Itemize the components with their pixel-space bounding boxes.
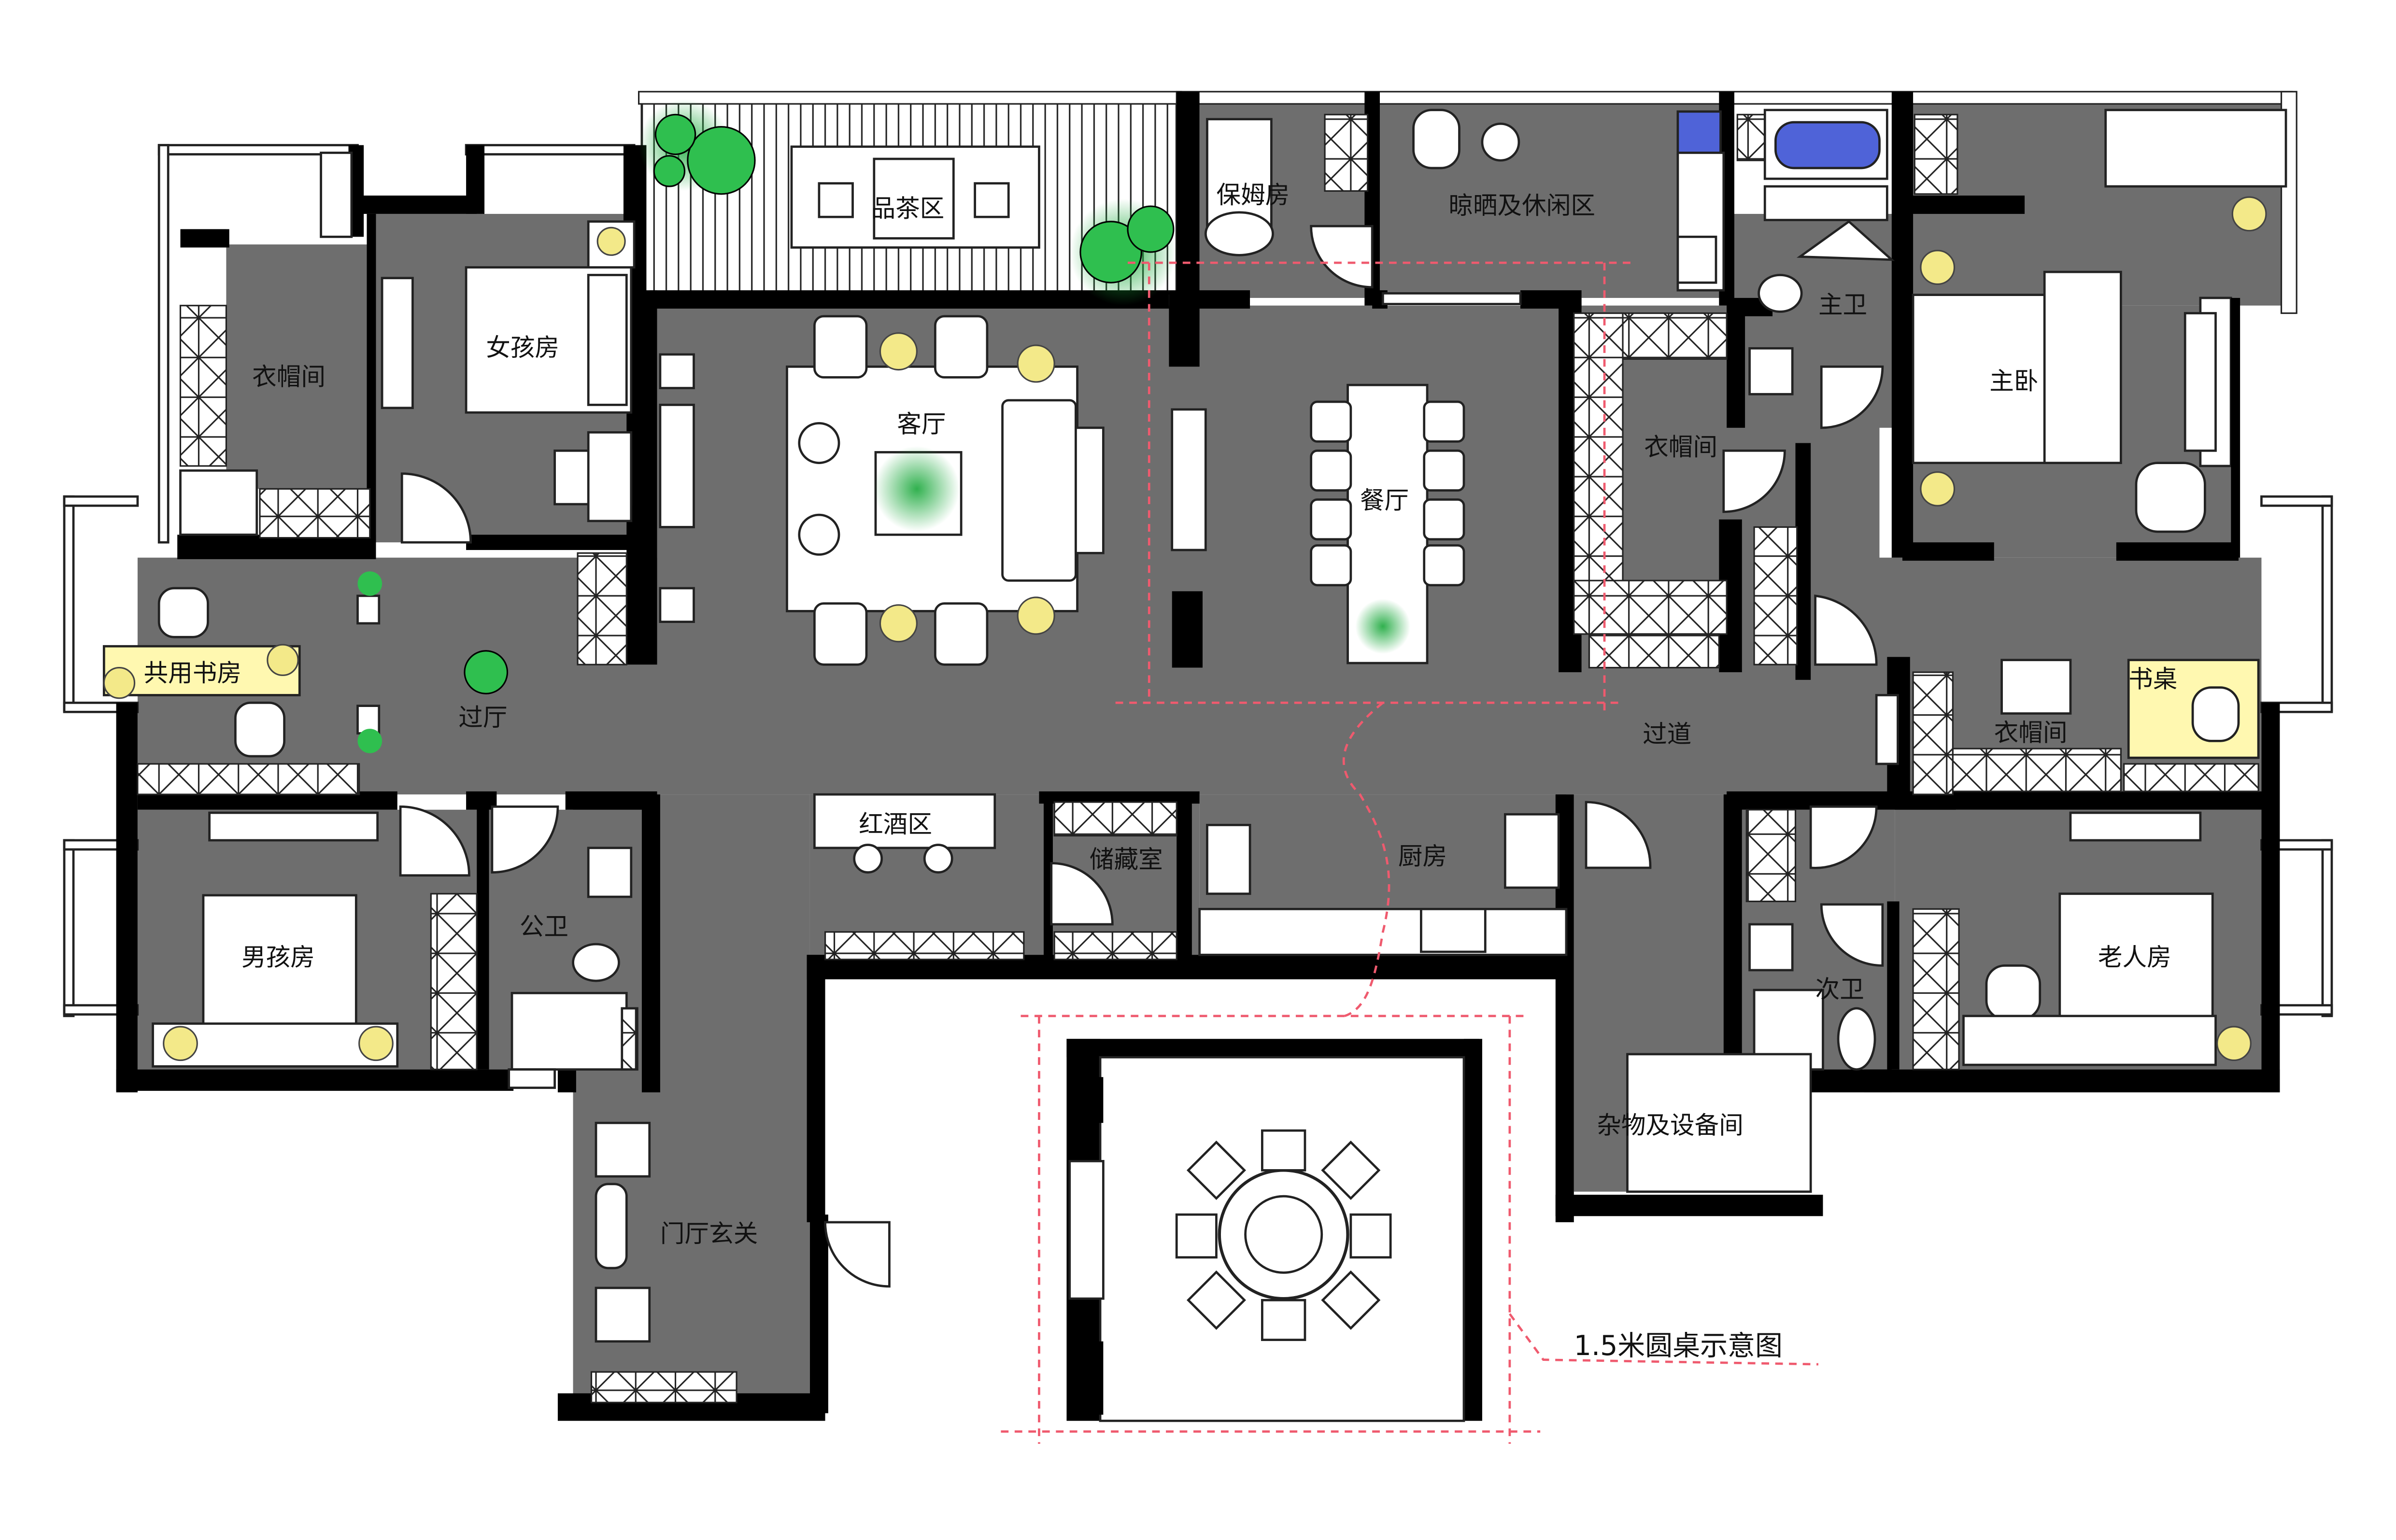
armchair [813, 315, 868, 379]
label-public-bath: 公卫 [520, 912, 568, 941]
cabinets [137, 113, 2259, 1403]
label-dining-room: 餐厅 [1360, 486, 1409, 515]
label-master-bath: 主卫 [1818, 291, 1867, 319]
label-second-bath: 次卫 [1815, 975, 1864, 1003]
wine-bar [813, 793, 996, 849]
sofa [1001, 399, 1077, 582]
label-hall: 过厅 [458, 703, 507, 732]
label-living-room: 客厅 [897, 410, 946, 438]
label-entrance: 门厅玄关 [660, 1219, 758, 1248]
label-corridor: 过道 [1643, 720, 1691, 749]
round-table-diagram [1066, 1039, 1482, 1422]
label-closet-middle: 衣帽间 [1644, 433, 1717, 461]
label-nanny-room: 保姆房 [1216, 181, 1290, 209]
label-tea-area: 品茶区 [871, 194, 944, 223]
label-elder-room: 老人房 [2098, 943, 2171, 971]
doors [399, 220, 1895, 1288]
plants [357, 99, 1411, 753]
label-boy-room: 男孩房 [241, 943, 315, 971]
label-utility-room: 杂物及设备间 [1597, 1111, 1744, 1139]
label-sun-lounge: 晾晒及休闲区 [1448, 191, 1595, 220]
label-round-table-note: 1.5米圆桌示意图 [1574, 1330, 1783, 1362]
label-girl-room: 女孩房 [486, 333, 559, 362]
lamps [103, 196, 2267, 1061]
label-kitchen: 厨房 [1398, 842, 1447, 871]
label-master-bedroom: 主卧 [1989, 367, 2038, 396]
label-desk: 书桌 [2128, 665, 2177, 693]
label-shared-study: 共用书房 [144, 659, 241, 687]
label-closet-right: 衣帽间 [1994, 718, 2068, 747]
walls [116, 91, 2280, 1421]
room-labels: 品茶区 保姆房 晾晒及休闲区 主卫 主卧 女孩房 衣帽间 客厅 餐厅 衣帽间 共… [144, 181, 2178, 1362]
label-storage-room: 储藏室 [1090, 845, 1163, 874]
furniture [102, 109, 2287, 1343]
label-wine-area: 红酒区 [859, 810, 932, 838]
dashed-guides [1001, 261, 1818, 1444]
label-closet-left: 衣帽间 [252, 362, 326, 391]
